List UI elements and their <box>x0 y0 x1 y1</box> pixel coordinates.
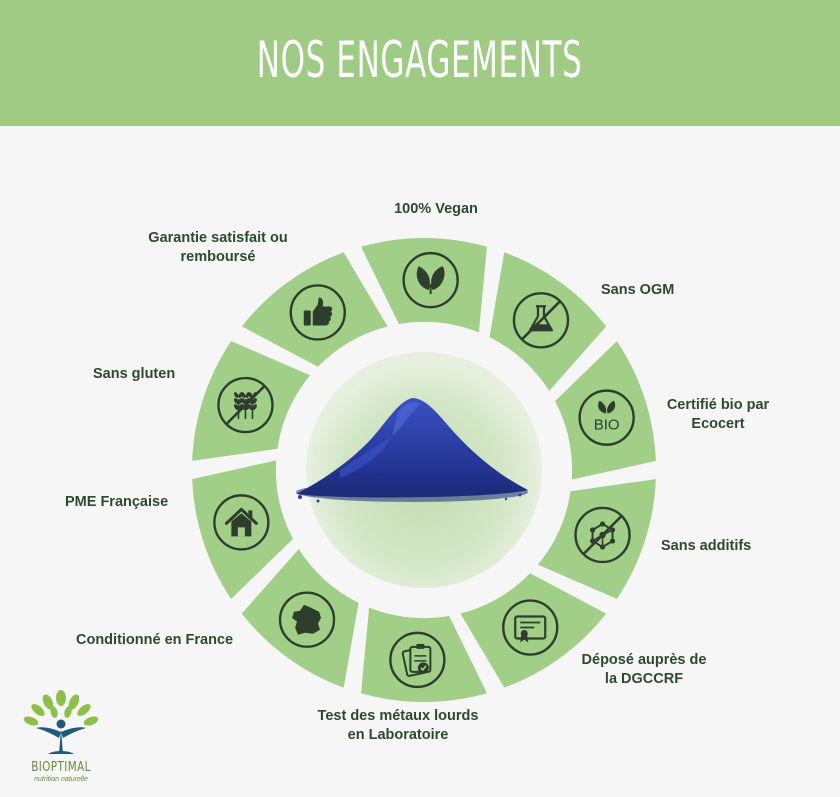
bioptimal-logo: BIOPTIMAL nutrition naturelle <box>18 688 104 788</box>
label-dgccrf: Déposé auprès de la DGCCRF <box>581 652 707 687</box>
icon-ring <box>402 251 459 309</box>
label-bio: Certifié bio par Ecocert <box>666 397 770 432</box>
thumbs-up-icon <box>303 297 333 326</box>
leaves-icon <box>416 266 445 295</box>
france-map-icon <box>292 604 322 635</box>
icon-ring <box>578 389 635 446</box>
logo-tagline: nutrition naturelle <box>34 776 88 783</box>
no-additives-molecule-icon <box>582 515 623 555</box>
icon-ring <box>289 284 346 341</box>
certificate-icon <box>514 615 547 643</box>
icon-ring <box>217 376 274 434</box>
label-pme-francaise: PME Française <box>65 494 169 510</box>
header-banner: NOS ENGAGEMENTS <box>0 0 840 126</box>
icon-ring <box>502 599 559 656</box>
blue-powder-image <box>296 398 528 503</box>
label-sans-additifs: Sans additifs <box>661 538 752 554</box>
label-sans-gluten: Sans gluten <box>93 366 176 382</box>
page-title: NOS ENGAGEMENTS <box>257 31 583 89</box>
icon-ring <box>574 506 631 564</box>
bio-leaf-icon: BIO <box>594 400 620 434</box>
svg-text:BIO: BIO <box>594 417 620 434</box>
tree-logo-icon <box>23 690 99 754</box>
icon-ring <box>213 494 270 551</box>
no-gluten-wheat-icon <box>225 385 266 425</box>
house-icon <box>224 507 258 537</box>
label-conditionne-france: Conditionné en France <box>76 632 234 648</box>
logo-name: BIOPTIMAL <box>31 760 91 775</box>
no-gmo-flask-icon <box>521 300 561 341</box>
icon-ring <box>512 292 570 349</box>
icon-ring <box>278 591 336 648</box>
label-vegan: 100% Vegan <box>394 201 478 217</box>
label-garantie: Garantie satisfait ou remboursé <box>148 230 288 265</box>
clipboard-check-icon <box>401 643 432 677</box>
icon-ring <box>389 631 446 689</box>
label-metaux-lourds: Test des métaux lourds en Laboratoire <box>317 708 479 743</box>
wheel-segment <box>460 573 607 688</box>
label-sans-ogm: Sans OGM <box>601 282 675 298</box>
